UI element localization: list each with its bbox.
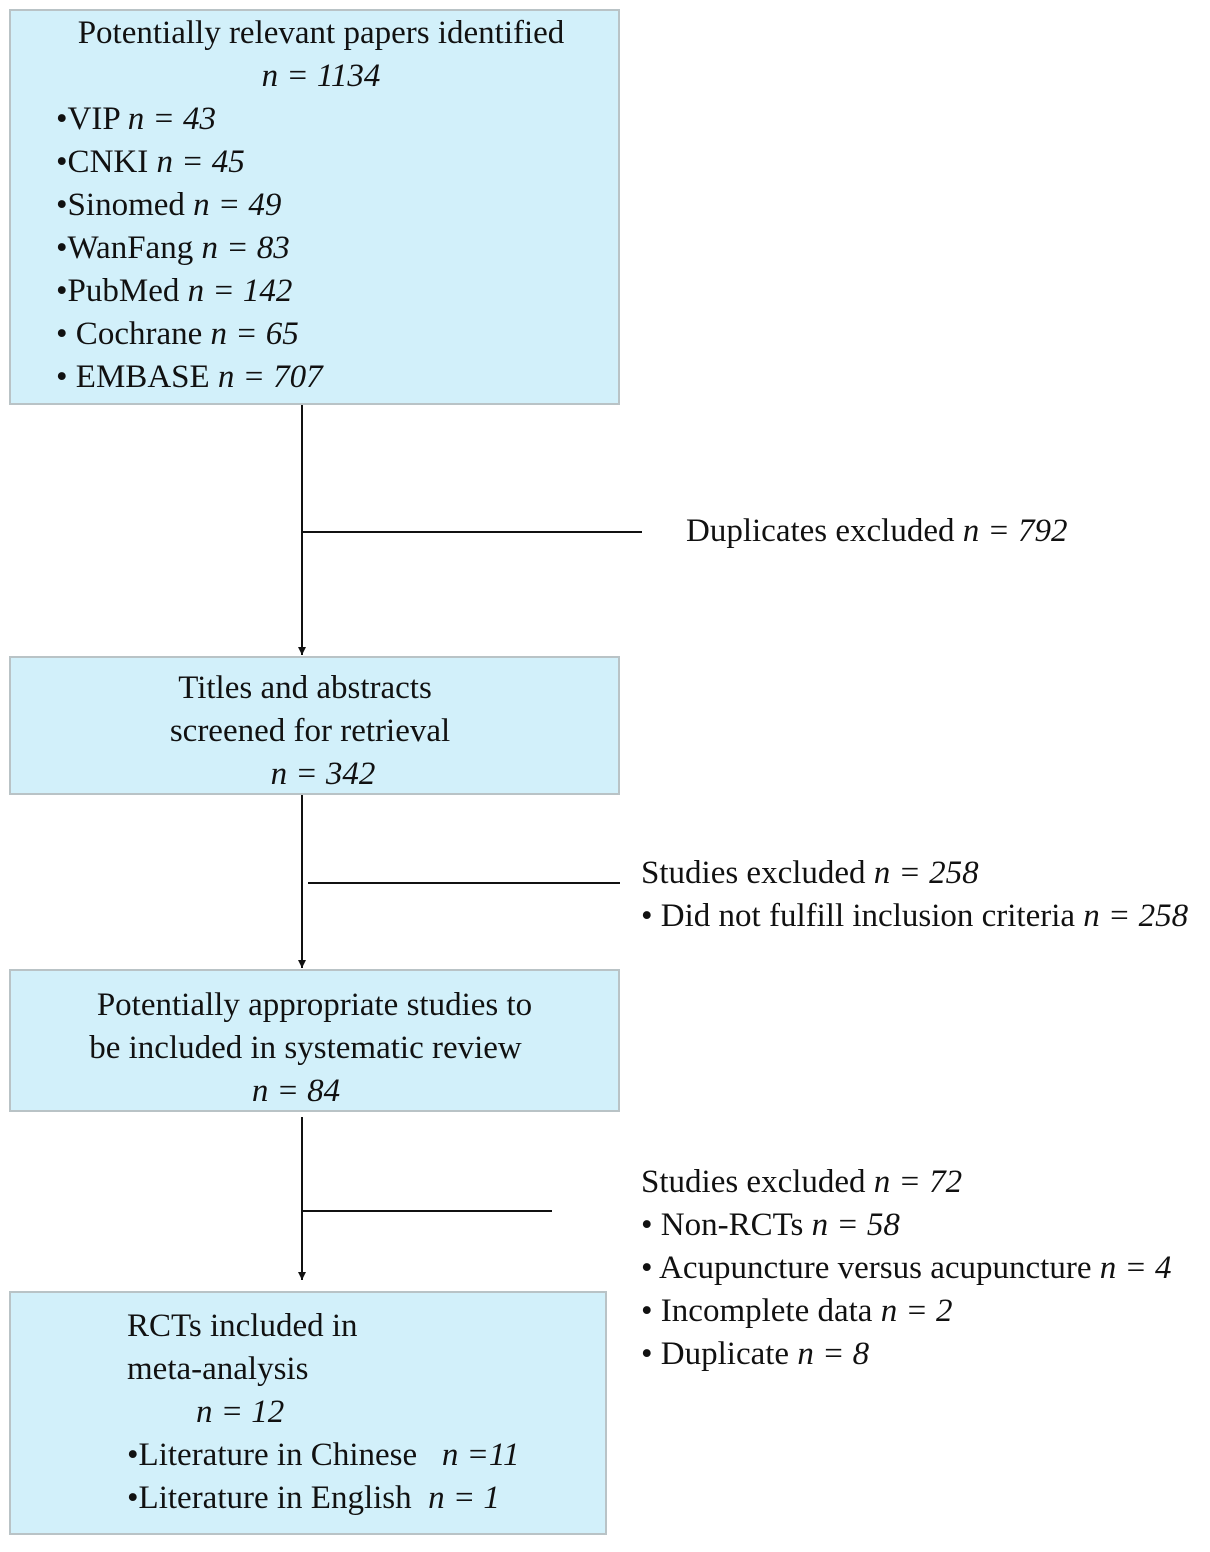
source-item: •CNKI n = 45 xyxy=(56,144,245,180)
identified-box xyxy=(9,9,620,405)
screened-count: n = 342 xyxy=(270,756,376,792)
excluded-1-item: • Did not fulfill inclusion criteria n =… xyxy=(641,898,1189,934)
source-item: • EMBASE n = 707 xyxy=(56,359,323,395)
appropriate-count: n = 84 xyxy=(251,1073,341,1109)
included-count: n = 12 xyxy=(196,1394,285,1430)
appropriate-line-2: be included in systematic review xyxy=(89,1030,522,1066)
included-language-list: •Literature in Chinese n =11 •Literature… xyxy=(127,1434,519,1520)
source-item: •Sinomed n = 49 xyxy=(56,187,282,223)
screened-line-2: screened for retrieval xyxy=(169,713,451,749)
included-line-2: meta-analysis xyxy=(127,1351,309,1387)
excluded-2-item: • Incomplete data n = 2 xyxy=(641,1293,953,1329)
included-line-1: RCTs included in xyxy=(127,1308,358,1344)
excluded-2-heading: Studies excluded n = 72 xyxy=(641,1164,963,1200)
excluded-2-item: • Duplicate n = 8 xyxy=(641,1336,870,1372)
included-item: •Literature in Chinese n =11 xyxy=(127,1437,520,1473)
screened-line-1: Titles and abstracts xyxy=(178,670,432,706)
excluded-group-1: Studies excluded n = 258 • Did not fulfi… xyxy=(641,852,1188,938)
source-item: •PubMed n = 142 xyxy=(56,273,293,309)
excluded-1-heading: Studies excluded n = 258 xyxy=(641,855,979,891)
source-item: • Cochrane n = 65 xyxy=(56,316,299,352)
identified-title: Potentially relevant papers identified xyxy=(77,15,565,51)
appropriate-line-1: Potentially appropriate studies to xyxy=(96,987,533,1023)
excluded-group-2: Studies excluded n = 72 • Non-RCTs n = 5… xyxy=(641,1161,1172,1376)
source-item: •WanFang n = 83 xyxy=(56,230,290,266)
appropriate-box xyxy=(9,969,620,1112)
identified-total: n = 1134 xyxy=(261,58,381,94)
screened-box xyxy=(9,656,620,795)
duplicates-excluded-label: Duplicates excluded n = 792 xyxy=(686,513,1068,549)
source-item: •VIP n = 43 xyxy=(56,101,217,137)
included-item: •Literature in English n = 1 xyxy=(127,1480,500,1516)
excluded-2-item: • Non-RCTs n = 58 xyxy=(641,1207,900,1243)
included-box xyxy=(9,1291,607,1535)
excluded-2-item: • Acupuncture versus acupuncture n = 4 xyxy=(641,1250,1172,1286)
source-list: •VIP n = 43 •CNKI n = 45 •Sinomed n = 49… xyxy=(56,98,323,399)
